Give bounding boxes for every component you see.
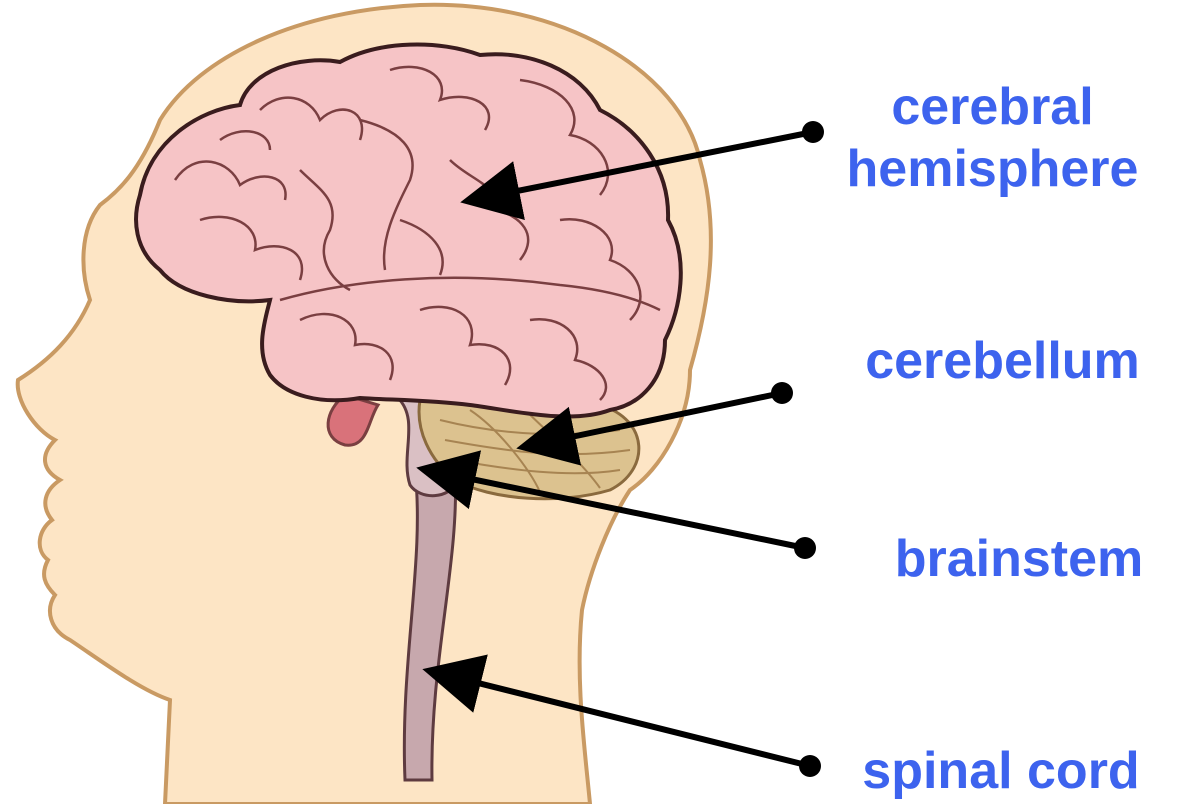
label-brainstem: brainstem	[860, 528, 1178, 590]
label-cerebral-line2: hemisphere	[815, 138, 1170, 200]
label-cerebellum-text: cerebellum	[830, 330, 1175, 392]
label-cerebellum: cerebellum	[830, 330, 1175, 392]
label-spinal-cord: spinal cord	[826, 740, 1176, 802]
label-cerebral-line1: cerebral	[815, 76, 1170, 138]
label-cerebral-hemisphere: cerebral hemisphere	[815, 76, 1170, 200]
label-spinal-cord-text: spinal cord	[826, 740, 1176, 802]
label-brainstem-text: brainstem	[860, 528, 1178, 590]
